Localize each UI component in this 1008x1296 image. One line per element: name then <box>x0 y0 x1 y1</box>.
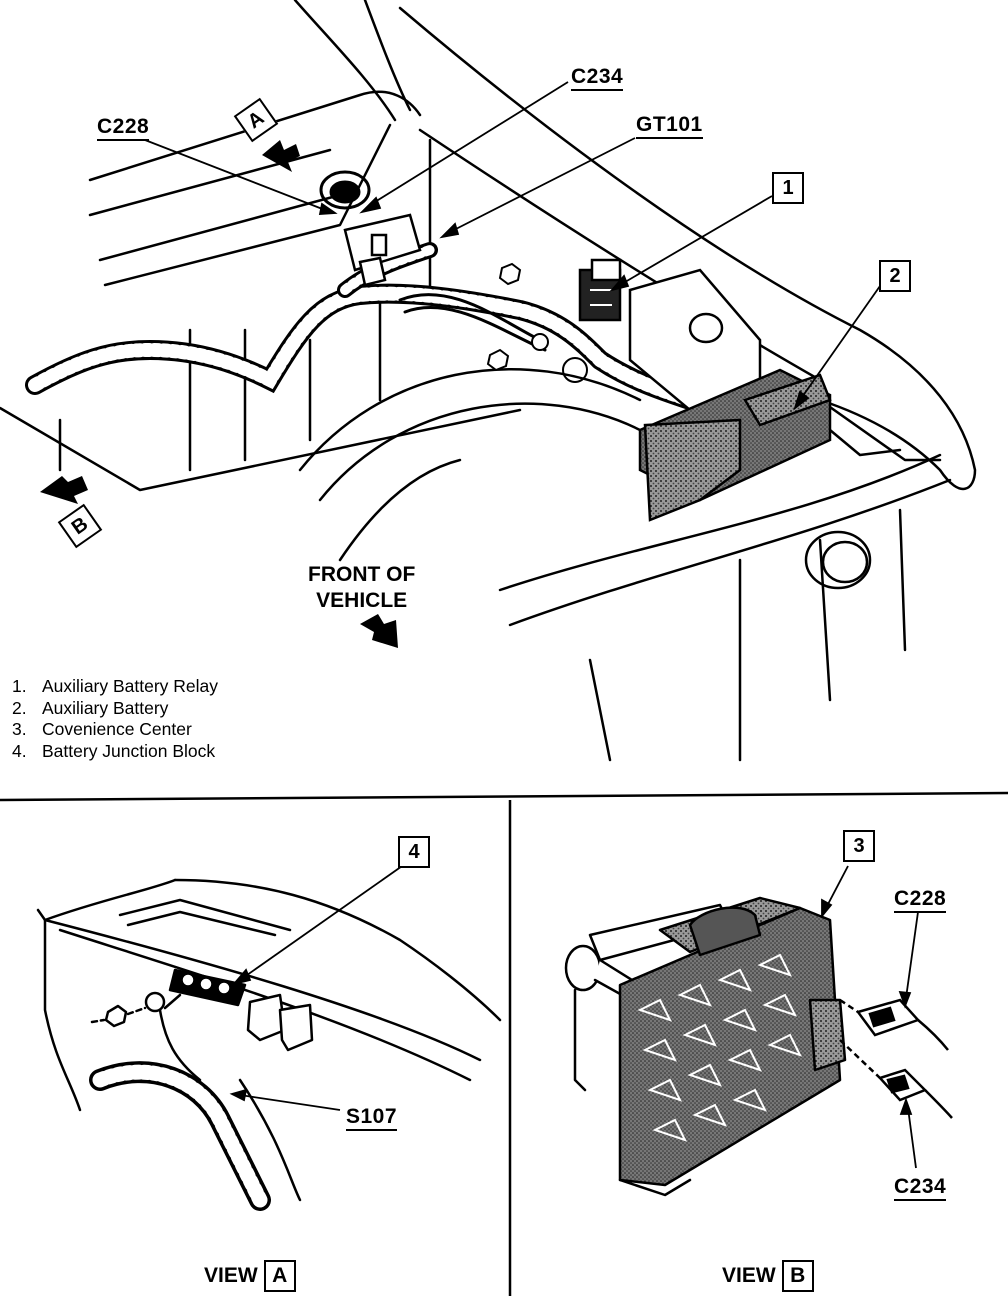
view-a-arrow <box>262 140 300 172</box>
view-a-letter: A <box>263 1260 296 1292</box>
callout-s107: S107 <box>346 1106 398 1131</box>
view-b-word: VIEW <box>722 1264 776 1287</box>
legend-text: Auxiliary Battery Relay <box>42 676 219 696</box>
main-engine-compartment-view <box>0 0 977 762</box>
view-a-word: VIEW <box>204 1264 258 1287</box>
auxiliary-battery <box>628 268 832 522</box>
item-marker-4: 4 <box>398 836 430 868</box>
view-a-detail <box>36 878 502 1112</box>
component-legend: 1. Auxiliary Battery Relay 2. Auxiliary Ba… <box>12 676 218 762</box>
front-of-vehicle-label: FRONT OF VEHICLE <box>308 562 415 614</box>
legend-text: Covenience Center <box>42 719 192 739</box>
leader-lines-view-a <box>229 863 406 1111</box>
legend-item: 4. Battery Junction Block <box>12 741 218 763</box>
callout-c228-view-b: C228 <box>894 888 947 913</box>
front-of-vehicle-line1: FRONT OF <box>308 563 416 586</box>
callout-c234-view-b: C234 <box>894 1176 947 1201</box>
item-marker-2: 2 <box>879 260 911 292</box>
legend-num: 4. <box>12 740 27 761</box>
callout-c234-main: C234 <box>571 66 624 91</box>
view-b-connectors <box>839 998 953 1119</box>
item-marker-3: 3 <box>843 830 875 862</box>
legend-num: 3. <box>12 719 27 739</box>
leader-lines-view-b <box>821 865 919 1169</box>
view-b-caption: VIEW B <box>722 1260 814 1292</box>
view-b-letter: B <box>781 1260 814 1292</box>
panel-dividers <box>0 791 1008 1296</box>
nut-hardware <box>486 262 588 383</box>
legend-num: 2. <box>12 697 27 718</box>
callout-c228-main: C228 <box>97 116 150 141</box>
legend-item: 3. Covenience Center <box>12 719 218 741</box>
legend-text: Battery Junction Block <box>42 740 216 761</box>
legend-num: 1. <box>12 676 27 696</box>
leader-lines-main <box>144 81 881 411</box>
legend-text: Auxiliary Battery <box>42 697 169 718</box>
item-marker-1: 1 <box>772 172 804 204</box>
view-a-harness <box>89 1061 302 1211</box>
front-of-vehicle-arrow <box>360 614 398 648</box>
view-b-arrow <box>40 476 88 504</box>
callout-gt101: GT101 <box>636 114 703 139</box>
fuse-grid <box>637 953 802 1142</box>
front-of-vehicle-line2: VEHICLE <box>316 589 408 612</box>
auxiliary-battery-relay <box>578 258 622 322</box>
view-b-detail <box>564 896 847 1197</box>
c228-grommet <box>319 170 371 210</box>
view-a-caption: VIEW A <box>204 1260 296 1292</box>
legend-item: 1. Auxiliary Battery Relay <box>12 676 218 698</box>
c234-connector-block <box>343 213 422 287</box>
legend-item: 2. Auxiliary Battery <box>12 698 218 720</box>
main-wiring-harness <box>25 242 700 410</box>
